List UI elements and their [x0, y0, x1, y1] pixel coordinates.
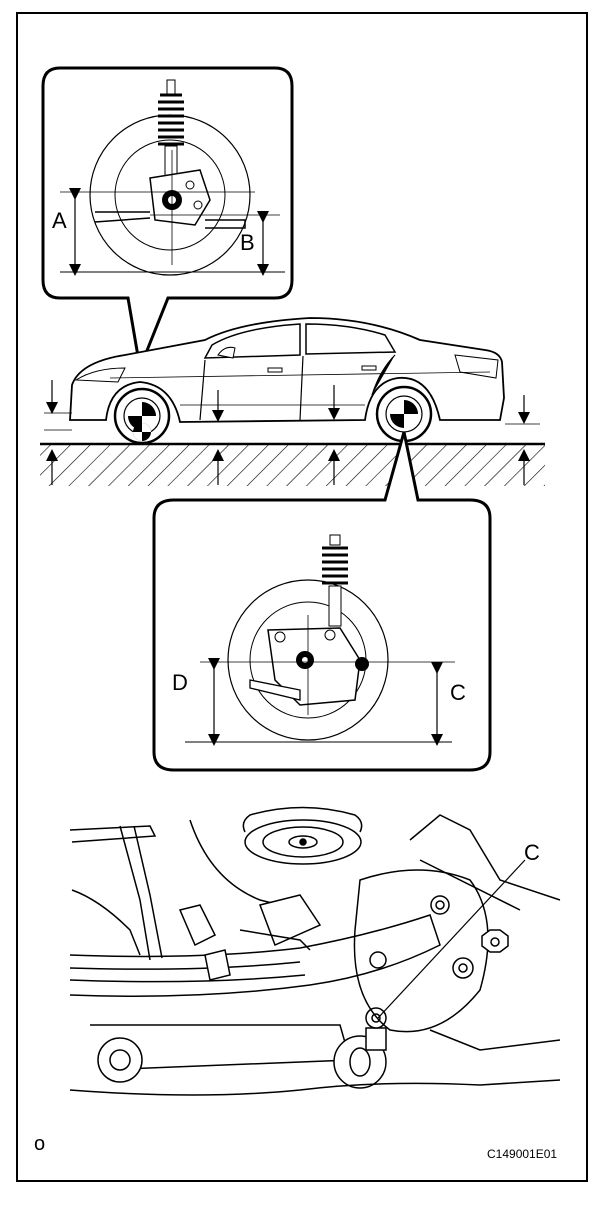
front-wheel [113, 387, 171, 445]
rear-wheel-outer [227, 579, 389, 741]
adjust-bolt [365, 1007, 387, 1051]
rear-wheel-callout: D C [152, 431, 492, 772]
figure-code: C149001E01 [487, 1147, 557, 1161]
callout-line-c [377, 859, 526, 1019]
front-strut-spring [158, 79, 184, 177]
front-knuckle [94, 169, 246, 229]
label-c-callout: C [524, 840, 540, 865]
label-b: B [240, 230, 255, 255]
height-arrows [44, 380, 540, 485]
car-side-view [40, 317, 545, 486]
rear-carrier [249, 627, 369, 706]
label-a: A [52, 208, 67, 233]
corner-mark: o [34, 1133, 45, 1155]
label-c: C [450, 680, 466, 705]
label-d: D [172, 670, 188, 695]
rear-strut-spring [322, 534, 348, 627]
underbody-detail [69, 806, 561, 1096]
front-wheel-callout: A B [41, 66, 294, 374]
